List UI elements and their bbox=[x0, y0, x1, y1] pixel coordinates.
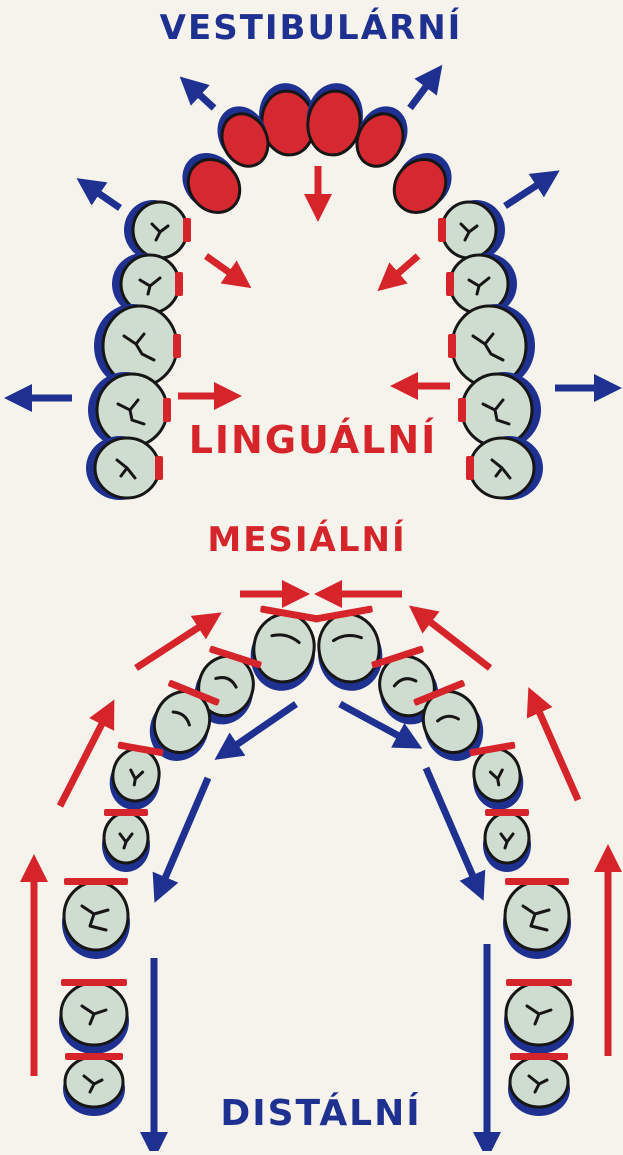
label-lingual: LINGUÁLNÍ bbox=[189, 418, 438, 462]
lower-right-tooth bbox=[504, 979, 574, 1054]
lower-right-tooth bbox=[508, 1053, 570, 1116]
lower-right-tooth bbox=[311, 605, 388, 696]
arrow-lingual-right-mid bbox=[388, 256, 418, 282]
lower-left-tooth bbox=[63, 1053, 125, 1116]
arrow-lingual-left-mid bbox=[206, 256, 240, 280]
lower-left-tooth bbox=[105, 741, 166, 814]
label-vestibular: VESTIBULÁRNÍ bbox=[160, 8, 463, 48]
lower-left-tooth bbox=[102, 809, 150, 872]
lower-left-tooth bbox=[62, 878, 130, 959]
arrow-vestibular-left-front bbox=[190, 86, 214, 108]
lower-right-tooth bbox=[503, 878, 571, 959]
arrow-distal-right-mid bbox=[426, 768, 478, 888]
label-distal: DISTÁLNÍ bbox=[220, 1093, 421, 1134]
lower-right-tooth bbox=[483, 809, 531, 872]
arrow-mesial-right-upper bbox=[420, 614, 490, 668]
arrow-distal-left-mid bbox=[160, 778, 208, 890]
lower-left-tooth bbox=[59, 979, 129, 1054]
arrow-mesial-right-mid bbox=[534, 700, 578, 800]
arrow-vestibular-right-front bbox=[410, 76, 434, 108]
arrow-vestibular-right-side bbox=[505, 178, 548, 206]
arrow-mesial-left-upper bbox=[136, 620, 210, 668]
upper-right-tooth bbox=[438, 200, 505, 260]
arrow-vestibular-left-side bbox=[88, 186, 120, 208]
lower-right-tooth bbox=[467, 741, 528, 814]
upper-left-tooth bbox=[124, 200, 191, 260]
upper-right-tooth bbox=[466, 436, 543, 500]
lower-left-tooth bbox=[245, 605, 322, 696]
arrow-mesial-left-mid bbox=[60, 712, 108, 806]
label-mesial: MESIÁLNÍ bbox=[207, 520, 406, 560]
upper-left-tooth bbox=[86, 436, 163, 500]
